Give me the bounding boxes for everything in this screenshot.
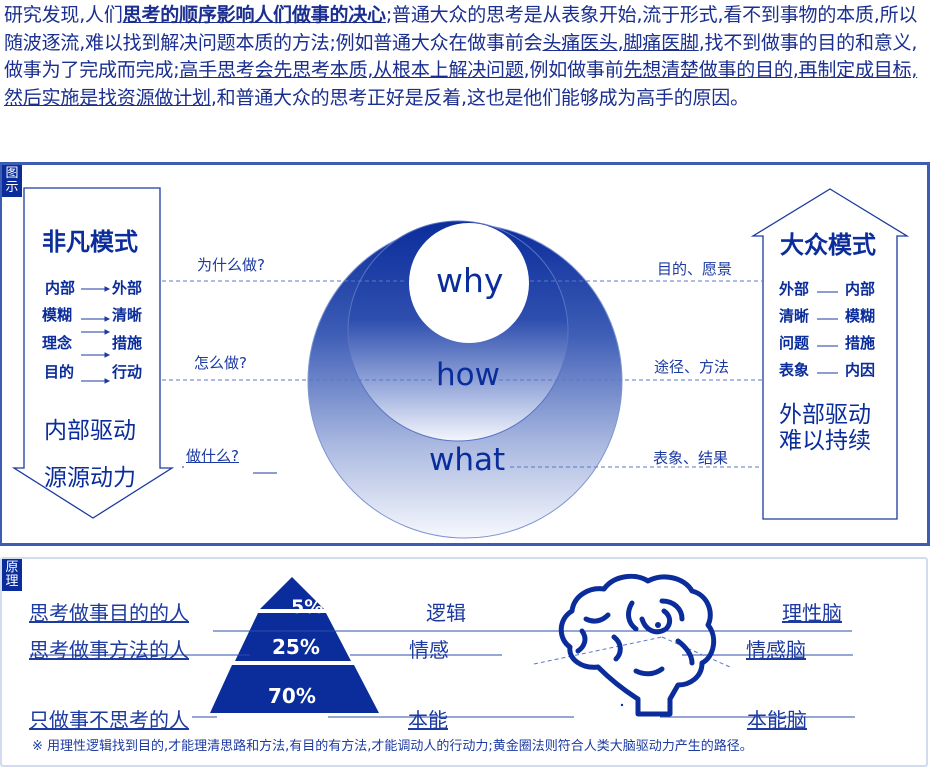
right-footer-1: 外部驱动 <box>779 402 871 428</box>
circle-label-how: how <box>436 357 500 393</box>
left-pair-from: 理念 <box>42 334 73 352</box>
people-method: 思考做事方法的人 <box>29 638 189 662</box>
right-pair-to: 内部 <box>845 280 876 298</box>
right-footer-2: 难以持续 <box>779 428 871 454</box>
right-pair-to: 模糊 <box>845 307 876 325</box>
left-footer-1: 内部驱动 <box>44 418 136 444</box>
brain-dashed-lines <box>533 636 731 668</box>
golden-circle-figure: 图 示 非凡模式 内部 外部 模糊 清晰 理念 措施 目的 行动 内部驱动 源源… <box>0 162 930 546</box>
right-mode-title: 大众模式 <box>780 231 876 259</box>
people-action: 只做事不思考的人 <box>29 708 189 732</box>
principle-panel: 原 理 思考做事目的的人 思考做事方法的人 只做事不思考的人 5% 25% 70… <box>0 557 928 767</box>
right-pair-to: 内因 <box>845 361 876 379</box>
right-pair-from: 清晰 <box>779 307 810 325</box>
intro-emphasis: 先想清楚做事的目的,再制定成目标,然后实施是找资源做计划 <box>4 59 918 109</box>
left-pair-to: 行动 <box>112 363 143 381</box>
intro-emphasis: 思考的顺序影响人们做事的决心 <box>122 4 386 26</box>
left-footer-2: 源源动力 <box>44 465 136 491</box>
intro-emphasis: 高手思考会先思考本质,从根本上解决问题 <box>179 59 524 82</box>
circle-label-what: what <box>429 442 506 478</box>
question-what: 做什么? <box>186 447 239 465</box>
intro-text: ,和普通大众的思考正好是反着,这也是他们能够成为高手的原因。 <box>210 86 749 109</box>
brain-instinct: 本能脑 <box>747 708 807 732</box>
principle-note: ※ 用理性逻辑找到目的,才能理清思路和方法,有目的有方法,才能调动人的行动力;黄… <box>32 739 753 754</box>
brain-rational: 理性脑 <box>782 601 842 625</box>
pct-25: 25% <box>272 635 320 659</box>
right-pair-to: 措施 <box>845 334 876 352</box>
intro-text: ;普通大众的思考是从表象开始,流于形式,看不到事物的本质,所以随波逐流,难以找到… <box>4 4 918 54</box>
left-pair-to: 措施 <box>112 334 143 352</box>
principle-tag: 原 理 <box>2 559 22 591</box>
brain-icon <box>558 573 717 717</box>
left-mode-title: 非凡模式 <box>42 228 138 256</box>
faculty-instinct: 本能 <box>408 708 448 732</box>
dash-connectors <box>817 291 838 374</box>
intro-text: ,找不到做事的目的和意义,做事为了完成而完成; <box>4 31 918 82</box>
left-pair-from: 目的 <box>44 363 75 381</box>
label-purpose: 目的、愿景 <box>657 260 733 278</box>
question-how: 怎么做? <box>194 354 247 372</box>
figure-graphics <box>11 187 910 539</box>
faculty-emotion: 情感 <box>409 638 449 662</box>
question-why: 为什么做? <box>197 256 265 274</box>
pct-70: 70% <box>268 684 316 708</box>
brain-emotional: 情感脑 <box>746 638 806 662</box>
dashed-guides <box>162 280 762 468</box>
pyramid-icon <box>210 577 379 713</box>
principle-graphics <box>30 573 855 718</box>
label-result: 表象、结果 <box>653 449 729 467</box>
left-pair-to: 清晰 <box>112 306 143 324</box>
circle-label-why: why <box>436 261 504 300</box>
figure-tag: 图 示 <box>2 165 22 197</box>
right-pair-from: 外部 <box>779 280 810 298</box>
arrow-icons <box>81 286 111 384</box>
intro-paragraph: 研究发现,人们思考的顺序影响人们做事的决心;普通大众的思考是从表象开始,流于形式… <box>4 2 930 112</box>
right-pair-from: 问题 <box>779 334 810 352</box>
people-purpose: 思考做事目的的人 <box>29 601 189 625</box>
intro-text: ,例如做事前 <box>523 59 624 82</box>
up-arrow-shape <box>750 188 910 520</box>
down-arrow-shape <box>11 187 175 519</box>
right-pair-from: 表象 <box>779 361 810 379</box>
faculty-logic: 逻辑 <box>426 601 466 625</box>
pct-5: 5% <box>291 596 324 618</box>
golden-circles <box>307 220 623 539</box>
left-pair-from: 模糊 <box>42 306 73 324</box>
left-pair-to: 外部 <box>112 279 143 297</box>
left-pair-from: 内部 <box>45 279 76 297</box>
label-method: 途径、方法 <box>654 358 730 376</box>
intro-emphasis: 头痛医头,脚痛医脚 <box>542 31 699 54</box>
intro-text: 研究发现,人们 <box>4 4 123 26</box>
